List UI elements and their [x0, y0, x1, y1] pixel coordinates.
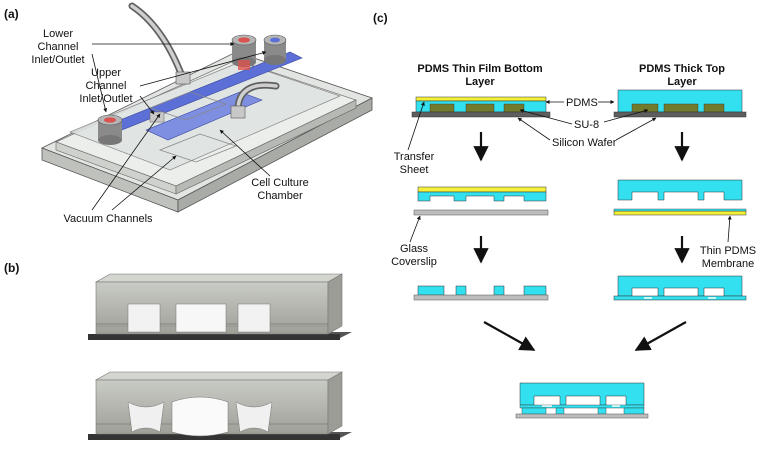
left-step3-stack	[413, 285, 549, 301]
svg-text:Coverslip: Coverslip	[391, 256, 437, 268]
relaxed-vacuum-left	[127, 303, 161, 333]
right-silicon-wafer	[613, 111, 747, 118]
label-lower-channel: Lower Channel Inlet/Outlet	[31, 28, 84, 66]
left-silicon-wafer	[411, 111, 551, 118]
panel-label-c: (c)	[373, 11, 388, 25]
svg-text:Transfer: Transfer	[394, 151, 435, 163]
label-silicon-wafer: Silicon Wafer	[552, 137, 617, 149]
cell-culture-chamber	[145, 91, 263, 141]
thin-pdms-membrane	[613, 208, 747, 212]
stretched-chamber	[171, 396, 229, 437]
left-step1-stack	[411, 96, 551, 118]
left-su8-3	[503, 103, 525, 113]
svg-text:Glass: Glass	[400, 243, 429, 255]
label-cell-culture-chamber: Cell Culture Chamber	[251, 177, 308, 202]
device-3d-illustration	[41, 2, 374, 213]
right-step1-stack	[613, 89, 747, 118]
left-column-title-line2: Layer	[465, 76, 495, 88]
panel-label-a: (a)	[4, 7, 19, 21]
svg-text:Channel: Channel	[86, 80, 127, 92]
relaxed-chamber	[175, 303, 227, 333]
left-step2-stack	[413, 186, 549, 216]
left-transfer-sheet	[415, 96, 547, 102]
svg-text:Channel: Channel	[38, 41, 79, 53]
svg-text:Thin PDMS: Thin PDMS	[700, 245, 756, 257]
left-su8-2	[465, 103, 495, 113]
right-step3-stack	[613, 275, 747, 301]
label-glass-coverslip: Glass Coverslip	[391, 243, 437, 268]
label-thin-pdms-membrane: Thin PDMS Membrane	[700, 245, 756, 270]
left-su8-1	[429, 103, 455, 113]
svg-text:Inlet/Outlet: Inlet/Outlet	[31, 54, 84, 66]
final-assembled-device	[515, 382, 649, 419]
label-transfer-sheet: Transfer Sheet	[394, 151, 435, 176]
vacuum-channel-2	[158, 133, 238, 163]
left-glass-coverslip	[413, 209, 549, 216]
stretched-vacuum-right	[235, 401, 273, 433]
svg-text:Sheet: Sheet	[400, 164, 429, 176]
lower-port-left	[97, 114, 123, 145]
right-su8-2	[663, 103, 699, 113]
svg-text:Inlet/Outlet: Inlet/Outlet	[79, 93, 132, 105]
label-upper-channel: Upper Channel Inlet/Outlet	[79, 67, 132, 105]
device-block-stretched	[88, 371, 352, 440]
label-pdms: PDMS	[566, 97, 598, 109]
right-column-title-line1: PDMS Thick Top	[639, 63, 725, 75]
label-vacuum-channels: Vacuum Channels	[63, 213, 153, 225]
arrow-merge-right	[634, 321, 687, 351]
svg-text:Upper: Upper	[91, 67, 121, 79]
svg-text:Chamber: Chamber	[257, 190, 303, 202]
arrow-merge-left	[483, 321, 536, 351]
stretched-vacuum-left	[127, 401, 165, 433]
device-block-relaxed	[88, 273, 352, 340]
left-column-title-line1: PDMS Thin Film Bottom	[417, 63, 542, 75]
upper-port-left	[149, 111, 165, 123]
vacuum-channel-1	[148, 91, 228, 121]
upper-port-right	[263, 34, 287, 65]
label-su8: SU-8	[574, 119, 599, 131]
lower-port-right	[231, 34, 257, 70]
svg-text:Cell Culture: Cell Culture	[251, 177, 308, 189]
right-su8-3	[703, 103, 725, 113]
right-column-title-line2: Layer	[667, 76, 697, 88]
svg-text:Membrane: Membrane	[702, 258, 755, 270]
panel-label-b: (b)	[4, 261, 19, 275]
tube-top	[128, 2, 186, 80]
svg-text:Lower: Lower	[43, 28, 73, 40]
right-step2-stack	[613, 179, 747, 216]
relaxed-vacuum-right	[237, 303, 271, 333]
